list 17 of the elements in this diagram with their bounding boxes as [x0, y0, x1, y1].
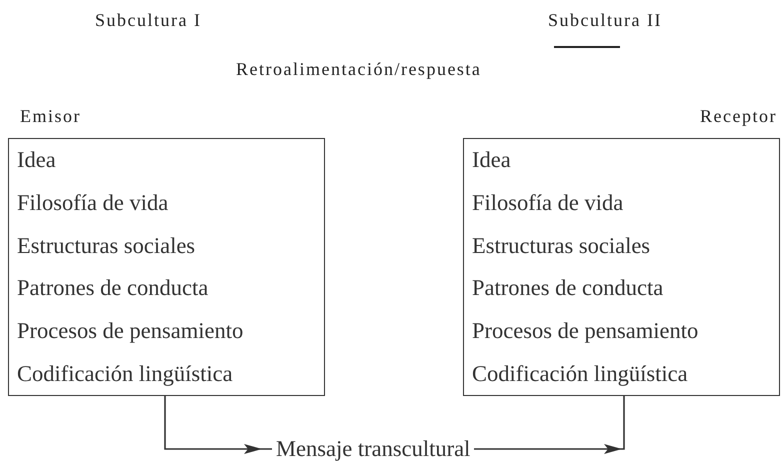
list-item: Idea	[472, 147, 512, 174]
list-item: Patrones de conducta	[472, 275, 664, 302]
section-heading: Retroalimentación/respuesta	[236, 59, 482, 80]
list-item: Estructuras sociales	[17, 232, 196, 259]
list-item: Idea	[17, 147, 57, 174]
list-item: Patrones de conducta	[17, 275, 210, 302]
list-item: Estructuras sociales	[472, 232, 652, 259]
section-heading: Subcultura II	[548, 10, 662, 31]
list-item: Codificación lingüística	[472, 360, 689, 387]
section-heading: Subcultura I	[95, 10, 202, 31]
list-item: Procesos de pensamiento	[472, 318, 700, 344]
node-heading: Emisor	[20, 106, 81, 127]
node-heading: Receptor	[700, 106, 777, 127]
list-item: Procesos de pensamiento	[17, 318, 244, 344]
list-item: Filosofía de vida	[17, 190, 170, 216]
list-item: Codificación lingüística	[17, 360, 234, 387]
list-item: Filosofía de vida	[472, 190, 624, 216]
